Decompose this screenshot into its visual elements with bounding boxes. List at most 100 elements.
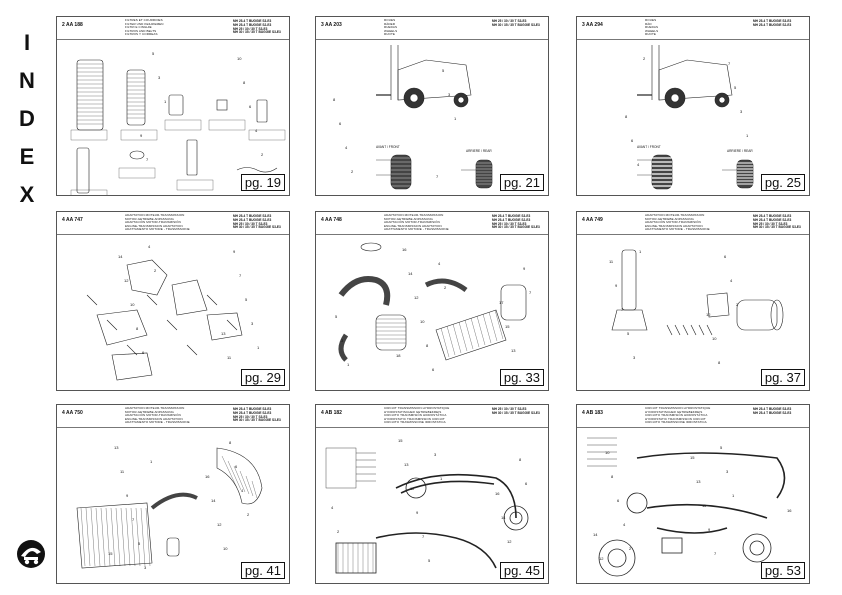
part-callout: 13	[404, 462, 409, 467]
index-letter: E	[19, 144, 35, 169]
part-callout: 2	[337, 529, 340, 534]
part-callout: 6	[617, 498, 620, 503]
part-callout: 13	[511, 348, 516, 353]
page-number-link[interactable]: pg. 41	[240, 562, 285, 579]
model-name: MH 25-4 T BUGGIE S2-E3	[233, 410, 272, 415]
model-name: MH 25-4 T BUGGIE S3-E3	[753, 19, 792, 23]
part-callout: 1	[639, 249, 642, 254]
part-callout: 9	[233, 249, 236, 254]
part-callout: 16	[495, 491, 500, 496]
part-callout: 7	[728, 61, 731, 66]
page-number-link[interactable]: pg. 37	[760, 369, 805, 386]
section-title: ADAPTACIÓN MOTOR-TRANSMISIÓN	[645, 220, 701, 225]
part-callout: 12	[217, 522, 222, 527]
drawing-code: 2 AA 188	[62, 22, 83, 28]
part-callout: 14	[408, 271, 413, 276]
model-name: MH 25 / 30 / 30 T S3-E3	[233, 414, 268, 419]
part-callout: 3	[251, 321, 254, 326]
part-callout: 13	[696, 479, 701, 484]
part-callout: 7	[714, 551, 717, 556]
part-callout: 5	[138, 541, 141, 546]
part-callout: 5	[245, 297, 248, 302]
catalog-card[interactable]: 4 AB 183 CIRCUIT TRANSMISSION HYDROSTATIQ…	[576, 404, 810, 584]
part-callout: 13	[221, 331, 226, 336]
part-callout: 7	[422, 534, 425, 539]
drawing-code: 4 AA 747	[62, 217, 83, 223]
part-callout: 3	[341, 338, 344, 343]
page-number-link[interactable]: pg. 21	[499, 174, 544, 191]
section-title: RUEDAS	[645, 25, 659, 30]
part-callout: 1	[164, 99, 167, 104]
model-name: MH 25 / 30 / 30 T S3-E3	[492, 19, 527, 23]
part-callout: 15	[108, 551, 113, 556]
model-name: MH 30 / 35 / 35 T BUGGIE S3-E3	[492, 410, 540, 415]
part-callout: 1	[732, 493, 735, 498]
page-number-link[interactable]: pg. 33	[499, 369, 544, 386]
section-title: RÄD	[645, 21, 652, 26]
wheel-caption: ARRIERE / REAR	[727, 149, 753, 153]
model-name: MH 25-4 T BUGGIE S3-E3	[233, 214, 272, 218]
part-callout: 4	[345, 145, 348, 150]
part-callout: 16	[205, 474, 210, 479]
index-letter: X	[19, 182, 35, 207]
drawing-code: 4 AB 183	[582, 410, 603, 416]
page-number-link[interactable]: pg. 19	[240, 174, 285, 191]
part-callout: 9	[523, 266, 526, 271]
part-callout: 8	[519, 457, 522, 462]
page-number-link[interactable]: pg. 29	[240, 369, 285, 386]
part-callout: 6	[631, 138, 634, 143]
part-callout: 3	[740, 109, 743, 114]
wheel-caption: AVANT / FRONT	[637, 145, 661, 149]
model-name: MH 25-4 T BUGGIE S3-E3	[753, 407, 792, 411]
part-callout: 7	[436, 174, 439, 179]
model-name: MH 30 / 35 / 35 T BUGGIE S3-E3	[233, 418, 281, 423]
section-title: ADAPTATION MOTEUR-TRANSMISSION	[384, 213, 444, 217]
part-callout: 4	[148, 244, 151, 249]
model-name: MH 25-4 T BUGGIE S2-E3	[492, 217, 531, 222]
part-callout: 8	[333, 97, 336, 102]
part-callout: 7	[146, 157, 149, 162]
part-callout: 6	[142, 350, 145, 355]
model-name: MH 30 / 35 / 35 T BUGGIE S3-E3	[753, 225, 801, 230]
section-title: ENGINE-TRANSMISSION ADAPTATION	[384, 223, 442, 228]
model-name: MH 30 / 35 / 35 T BUGGIE S3-E3	[233, 225, 281, 230]
part-callout: 10	[130, 302, 135, 307]
part-callout: 1	[257, 345, 260, 350]
part-callout: 2	[643, 56, 646, 61]
section-title: FILTROS Y CORREAS	[125, 32, 158, 37]
part-callout: 10	[605, 450, 610, 455]
part-callout: 5	[428, 558, 431, 563]
section-title: WHEELS	[384, 28, 398, 33]
model-name: MH 25 / 30 / 30 T S3-E3	[492, 407, 527, 411]
page-number-link[interactable]: pg. 53	[760, 562, 805, 579]
section-title: WHEELS	[645, 28, 659, 33]
part-callout: 3	[434, 452, 437, 457]
page-number-link[interactable]: pg. 25	[760, 174, 805, 191]
page-number-link[interactable]: pg. 45	[499, 562, 544, 579]
drawing-code: 4 AA 749	[582, 217, 603, 223]
